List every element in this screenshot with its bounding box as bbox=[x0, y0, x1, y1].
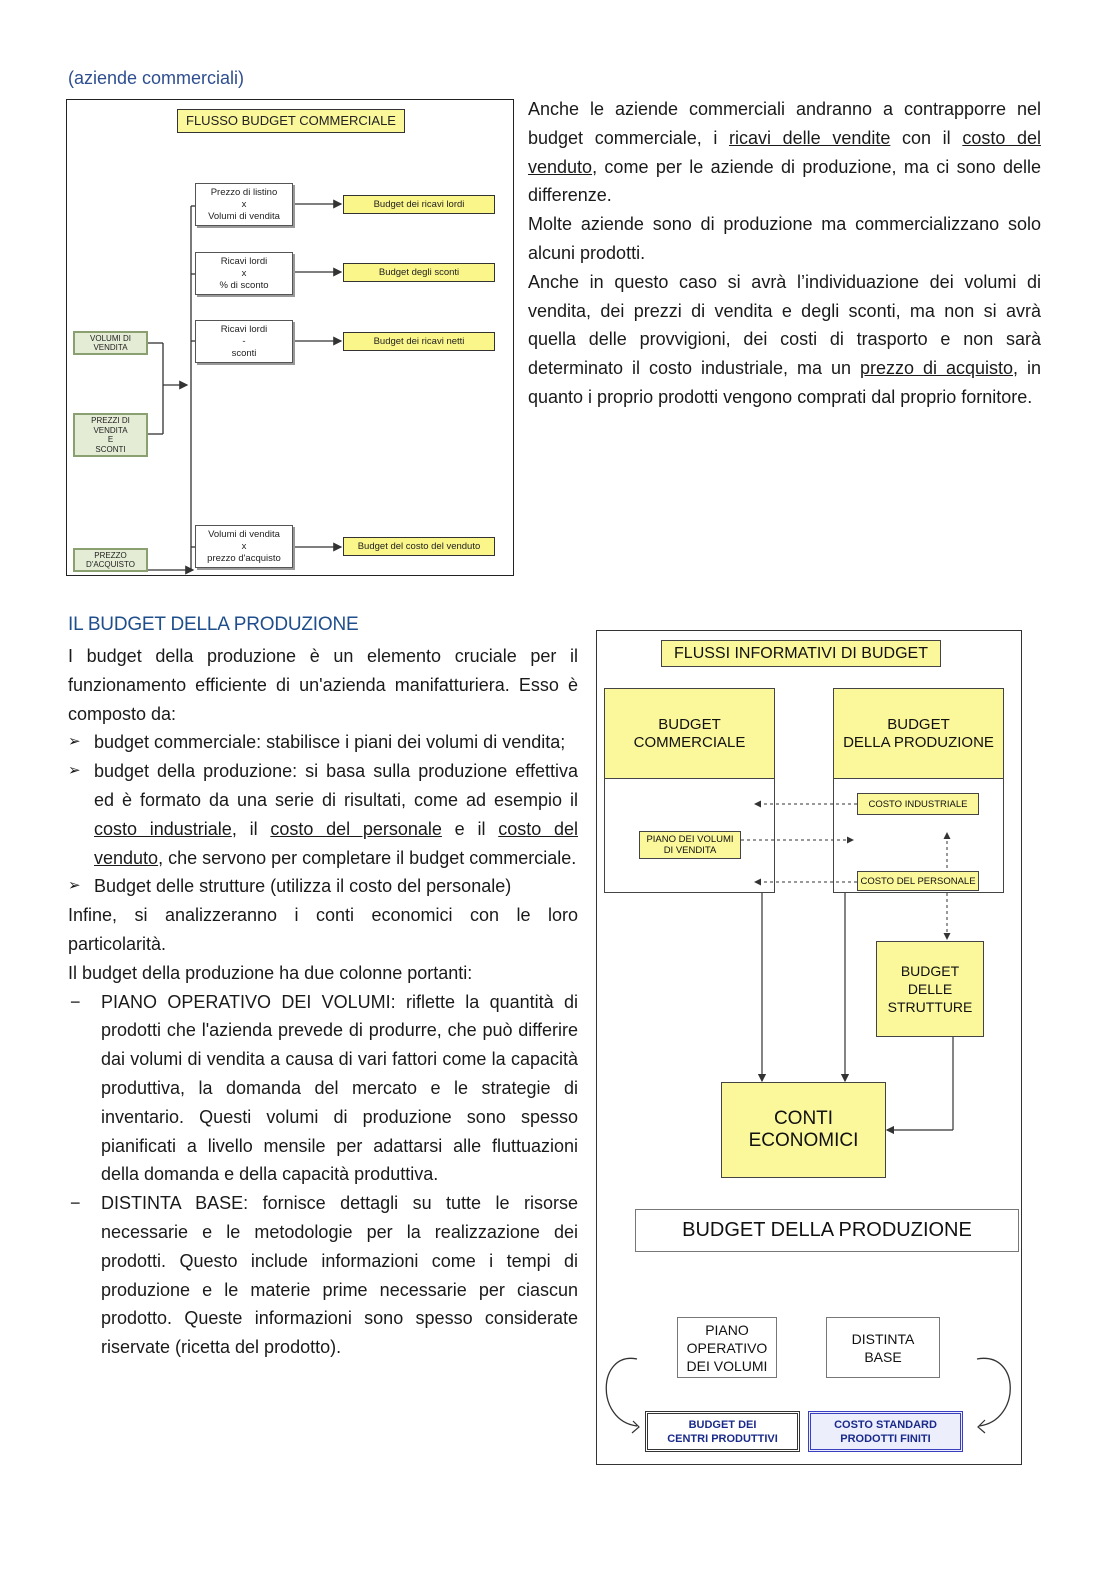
calc-ricavi-netti: Ricavi lordi - sconti bbox=[195, 320, 293, 363]
budget-produzione-box: BUDGET DELLA PRODUZIONE bbox=[833, 688, 1004, 779]
section-heading: IL BUDGET DELLA PRODUZIONE bbox=[68, 614, 359, 635]
input-prezzo-acquisto: PREZZO D'ACQUISTO bbox=[73, 548, 148, 572]
piano-operativo-box: PIANO OPERATIVO DEI VOLUMI bbox=[677, 1317, 777, 1378]
intro-paragraph-2: Molte aziende sono di produzione ma comm… bbox=[528, 214, 1041, 263]
flusso-budget-commerciale-diagram: FLUSSO BUDGET COMMERCIALE VOLUMI DI VEND… bbox=[66, 99, 514, 576]
list-item: −DISTINTA BASE: fornisce dettagli su tut… bbox=[70, 1193, 578, 1358]
output-budget-costo-venduto: Budget del costo del venduto bbox=[343, 537, 495, 556]
arrow-bullet-icon: ➢ bbox=[68, 733, 81, 751]
intro-text: Anche le aziende commerciali andranno a … bbox=[528, 95, 1041, 412]
piano-volumi-vendita-box: PIANO DEI VOLUMI DI VENDITA bbox=[639, 831, 741, 859]
budget-strutture-box: BUDGET DELLE STRUTTURE bbox=[876, 941, 984, 1037]
budget-commerciale-box: BUDGET COMMERCIALE bbox=[604, 688, 775, 779]
diagram1-title: FLUSSO BUDGET COMMERCIALE bbox=[177, 109, 405, 133]
input-volumi-di-vendita: VOLUMI DI VENDITA bbox=[73, 331, 148, 355]
calc-ricavi-lordi: Prezzo di listino x Volumi di vendita bbox=[195, 183, 293, 226]
budget-della-produzione-box: BUDGET DELLA PRODUZIONE bbox=[635, 1209, 1019, 1252]
calc-costo-venduto: Volumi di vendita x prezzo d'acquisto bbox=[195, 525, 293, 568]
distinta-base-box: DISTINTA BASE bbox=[826, 1317, 940, 1378]
calc-sconti: Ricavi lordi x % di sconto bbox=[195, 252, 293, 295]
conti-economici-box: CONTI ECONOMICI bbox=[721, 1082, 886, 1178]
production-colonne: Il budget della produzione ha due colonn… bbox=[68, 962, 473, 983]
costo-standard-box: COSTO STANDARD PRODOTTI FINITI bbox=[808, 1411, 963, 1452]
intro-paragraph-3: Anche in questo caso si avrà l’individua… bbox=[528, 271, 1041, 407]
output-budget-ricavi-lordi: Budget dei ricavi lordi bbox=[343, 195, 495, 214]
input-prezzi-di-vendita: PREZZI DI VENDITA E SCONTI bbox=[73, 413, 148, 457]
production-infine: Infine, si analizzeranno i conti economi… bbox=[68, 905, 578, 954]
list-item: −PIANO OPERATIVO DEI VOLUMI: riflette la… bbox=[70, 991, 578, 1185]
colonne-list: −PIANO OPERATIVO DEI VOLUMI: riflette la… bbox=[68, 988, 578, 1362]
budget-components-list: ➢budget commerciale: stabilisce i piani … bbox=[68, 728, 578, 901]
production-intro: I budget della produzione è un elemento … bbox=[68, 646, 578, 724]
flussi-informativi-diagram: FLUSSI INFORMATIVI DI BUDGET BUDGET COMM… bbox=[596, 630, 1022, 1465]
output-budget-ricavi-netti: Budget dei ricavi netti bbox=[343, 332, 495, 351]
section-label: (aziende commerciali) bbox=[68, 68, 245, 88]
intro-paragraph-1: Anche le aziende commerciali andranno a … bbox=[528, 99, 1041, 206]
list-item: ➢budget della produzione: si basa sulla … bbox=[68, 757, 578, 872]
arrow-bullet-icon: ➢ bbox=[68, 877, 81, 895]
diagram2-title: FLUSSI INFORMATIVI DI BUDGET bbox=[661, 640, 941, 667]
budget-centri-box: BUDGET DEI CENTRI PRODUTTIVI bbox=[645, 1411, 800, 1452]
output-budget-sconti: Budget degli sconti bbox=[343, 263, 495, 282]
costo-personale-box: COSTO DEL PERSONALE bbox=[857, 871, 979, 891]
list-item: ➢Budget delle strutture (utilizza il cos… bbox=[68, 872, 578, 901]
arrow-bullet-icon: ➢ bbox=[68, 762, 81, 780]
production-text: I budget della produzione è un elemento … bbox=[68, 642, 578, 1362]
list-item: ➢budget commerciale: stabilisce i piani … bbox=[68, 728, 578, 757]
costo-industriale-box: COSTO INDUSTRIALE bbox=[857, 793, 979, 815]
